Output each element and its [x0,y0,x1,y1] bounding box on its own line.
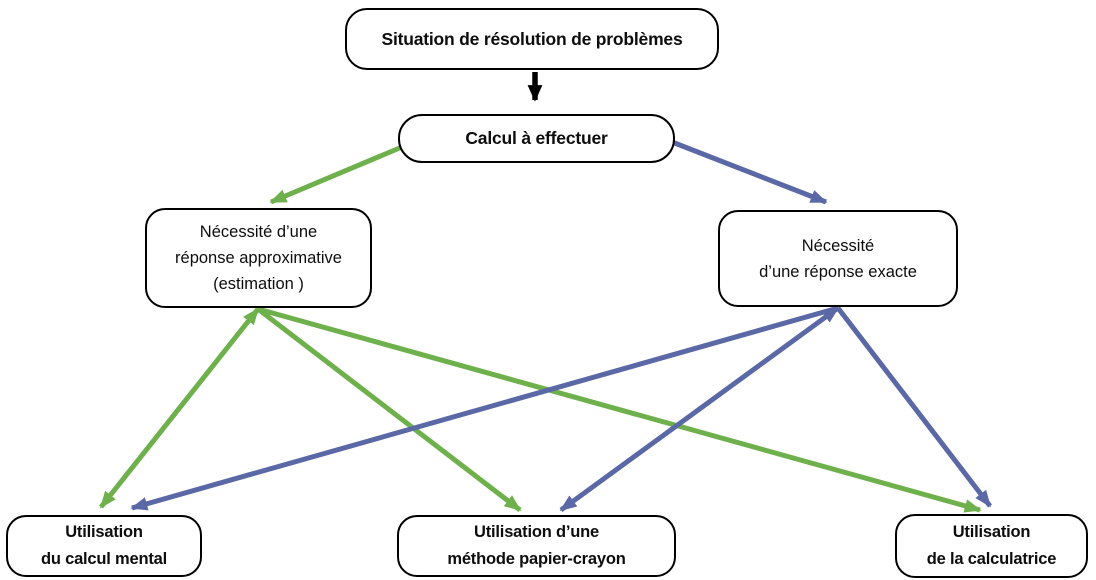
node-calculatrice-line2: de la calculatrice [926,550,1057,568]
edge-calcul-approx [269,144,403,205]
node-calcul: Calcul à effectuer [398,114,675,163]
node-exacte-line1: Nécessité [801,236,875,255]
node-papier-line2: méthode papier-crayon [447,550,626,568]
node-mental-line1: Utilisation [65,523,143,541]
edge-approx-calculatrice [257,306,982,513]
edge-calcul-exacte [671,139,828,205]
node-calcul-mental: Utilisation du calcul mental [6,515,202,577]
node-papier-line1: Utilisation d’une [474,523,599,541]
edge-exacte-papier [559,305,840,513]
node-reponse-approximative: Nécessité d’une réponse approximative (e… [145,208,372,308]
edge-approx-papier [256,307,522,512]
node-calculatrice-line1: Utilisation [952,523,1031,541]
node-exacte-line2: d’une réponse exacte [759,262,917,281]
node-approx-line1: Nécessité d’une [199,223,318,241]
node-situation: Situation de résolution de problèmes [345,8,719,70]
node-calcul-label: Calcul à effectuer [465,128,608,148]
node-mental-line2: du calcul mental [40,550,168,568]
edge-approx-mental [99,307,260,509]
edge-exacte-calculatrice [836,306,992,508]
node-calculatrice: Utilisation de la calculatrice [895,514,1088,578]
node-situation-label: Situation de résolution de problèmes [381,28,683,49]
node-approx-line2: réponse approximative [175,249,342,267]
node-approx-line3: (estimation ) [213,275,304,293]
node-reponse-exacte: Nécessité d’une réponse exacte [718,210,958,307]
node-papier-crayon: Utilisation d’une méthode papier-crayon [397,515,676,577]
